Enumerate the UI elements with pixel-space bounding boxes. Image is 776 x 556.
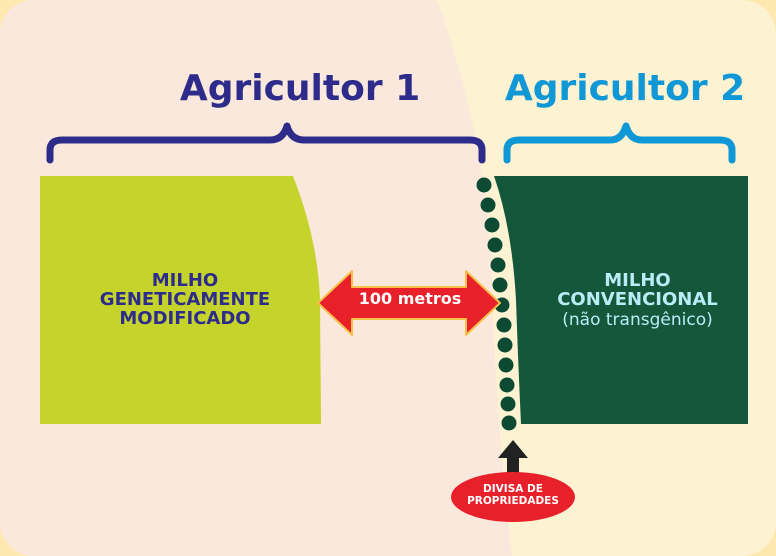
gm-corn-label: MILHO GENETICAMENTE MODIFICADO bbox=[40, 270, 330, 329]
conventional-corn-subtitle: (não transgênico) bbox=[562, 309, 713, 330]
gm-corn-label-line: MODIFICADO bbox=[119, 307, 251, 329]
property-border-label-line: PROPRIEDADES bbox=[467, 494, 559, 507]
property-border-line bbox=[476, 177, 517, 431]
distance-label: 100 metros bbox=[358, 289, 462, 308]
property-border-label: DIVISA DE PROPRIEDADES bbox=[451, 483, 575, 507]
property-border-badge bbox=[451, 472, 575, 522]
border-pointer-arrow bbox=[498, 440, 528, 477]
conventional-corn-label: MILHO CONVENCIONAL (não transgênico) bbox=[510, 270, 765, 330]
gm-corn-field bbox=[40, 176, 321, 424]
gm-corn-label-line: GENETICAMENTE bbox=[99, 288, 271, 310]
farmer1-title: Agricultor 1 bbox=[179, 68, 421, 109]
farmer2-title: Agricultor 2 bbox=[504, 68, 746, 109]
farmer1-brace bbox=[46, 122, 486, 164]
conventional-corn-field bbox=[494, 176, 748, 424]
farmer2-brace bbox=[503, 122, 736, 164]
property-border-label-line: DIVISA DE bbox=[483, 483, 543, 495]
distance-double-arrow bbox=[317, 270, 501, 336]
conventional-corn-label-line: CONVENCIONAL bbox=[557, 288, 718, 310]
conventional-corn-label-line: MILHO bbox=[604, 270, 671, 291]
gm-corn-label-line: MILHO bbox=[151, 270, 219, 291]
